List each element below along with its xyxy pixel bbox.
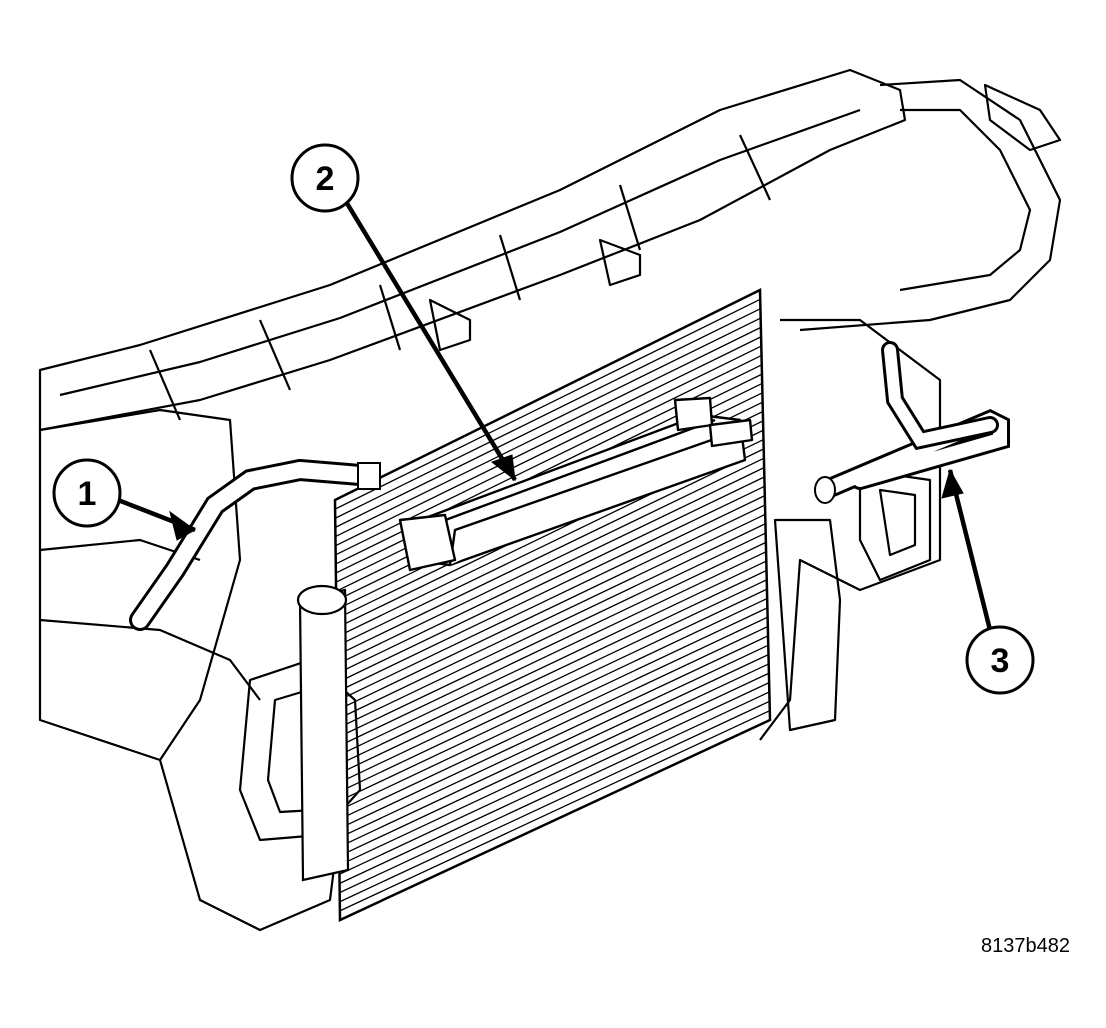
receiver-drier — [296, 584, 350, 882]
figure-id: 8137b482 — [981, 935, 1070, 957]
condenser-fin — [338, 616, 768, 821]
condenser-fin — [335, 326, 762, 538]
callout-1-label: 1 — [78, 475, 97, 513]
callout-2-label: 2 — [316, 160, 335, 198]
condenser-fin — [336, 467, 765, 675]
callout-1: 1 — [52, 458, 122, 528]
condenser-fin — [339, 710, 771, 912]
leader-lines — [117, 198, 998, 651]
condenser-fin — [337, 504, 766, 711]
condenser-core — [333, 288, 772, 922]
condenser-fin — [336, 457, 765, 665]
callout-3: 3 — [965, 625, 1035, 695]
condenser-fin — [337, 532, 766, 738]
condenser-fin — [338, 635, 769, 839]
condenser-fin — [338, 653, 769, 857]
condenser-fin — [335, 317, 761, 528]
condenser-fin — [337, 569, 767, 775]
callout-3-label: 3 — [991, 642, 1010, 680]
condenser-fin — [337, 560, 767, 766]
condenser-fin — [336, 476, 765, 684]
condenser-fin — [337, 523, 766, 729]
outlet-tube — [814, 341, 1010, 504]
condenser-fin — [338, 625, 769, 830]
condenser-fin — [339, 672, 770, 875]
condenser-fin — [339, 682, 770, 885]
condenser-fin — [338, 644, 769, 848]
inlet-hose — [129, 458, 381, 631]
condenser-fin — [339, 691, 770, 894]
condenser-fin — [334, 298, 761, 510]
condenser-fin — [337, 541, 767, 748]
condenser-fin — [337, 495, 766, 702]
condenser-fin — [337, 513, 766, 720]
condenser-fin — [337, 551, 767, 757]
condenser-fin — [336, 448, 764, 656]
condenser-fin — [339, 663, 769, 866]
condenser-fin — [338, 607, 768, 812]
condenser-fin — [334, 308, 761, 519]
condenser-fin — [338, 588, 768, 793]
condenser-fin — [338, 597, 768, 802]
callout-2: 2 — [290, 143, 360, 213]
condenser-fin — [337, 485, 765, 693]
condenser-fin — [338, 579, 768, 784]
transmission-oil-cooler — [398, 396, 754, 572]
condenser-fin — [335, 336, 762, 547]
condenser-fin — [339, 700, 770, 903]
